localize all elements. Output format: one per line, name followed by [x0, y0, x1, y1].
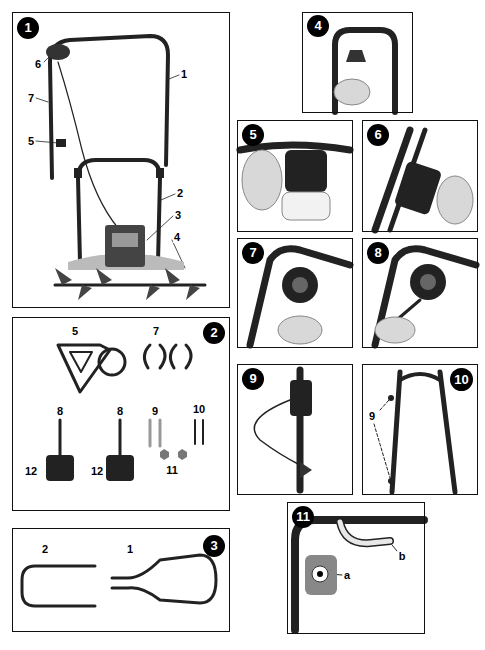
panel-number: 8: [367, 242, 389, 264]
figure-panel: 10: [362, 364, 478, 495]
panel-number: 7: [242, 242, 264, 264]
callout-number: 5: [71, 325, 79, 337]
callout-number: 7: [152, 325, 160, 337]
panel-number: 4: [307, 15, 329, 37]
panel-number: 1: [17, 17, 39, 39]
callout-number: 12: [24, 465, 38, 477]
callout-number: 6: [34, 58, 42, 70]
figure-panel: 8: [362, 238, 478, 348]
figure-panel: 1: [12, 12, 230, 308]
callout-number: 1: [126, 543, 134, 555]
panel-number: 11: [292, 506, 314, 528]
figure-panel: 9: [237, 364, 353, 495]
callout-number: 1: [180, 68, 188, 80]
figure-panel: 7: [237, 238, 353, 348]
panel-number: 2: [203, 322, 225, 344]
callout-number: b: [398, 550, 407, 562]
callout-number: 10: [192, 403, 206, 415]
callout-number: 11: [165, 464, 179, 476]
callout-number: 4: [173, 231, 181, 243]
callout-number: 9: [368, 410, 376, 422]
callout-number: 2: [176, 187, 184, 199]
panel-number: 3: [203, 535, 225, 557]
panel-number: 5: [242, 124, 264, 146]
callout-number: 2: [41, 543, 49, 555]
figure-panel: 5: [237, 120, 353, 232]
callout-number: 3: [174, 209, 182, 221]
callout-number: 8: [56, 405, 64, 417]
figure-panel: 6: [362, 120, 478, 232]
panel-number: 10: [450, 368, 473, 391]
callout-number: a: [343, 569, 351, 581]
panel-number: 9: [242, 368, 264, 390]
callout-number: 8: [116, 405, 124, 417]
callout-number: 7: [27, 92, 35, 104]
callout-number: 5: [27, 135, 35, 147]
figure-panel: 11: [287, 502, 425, 634]
callout-number: 9: [151, 405, 159, 417]
figure-panel: 4: [302, 12, 413, 113]
callout-number: 12: [90, 465, 104, 477]
panel-number: 6: [367, 124, 389, 146]
